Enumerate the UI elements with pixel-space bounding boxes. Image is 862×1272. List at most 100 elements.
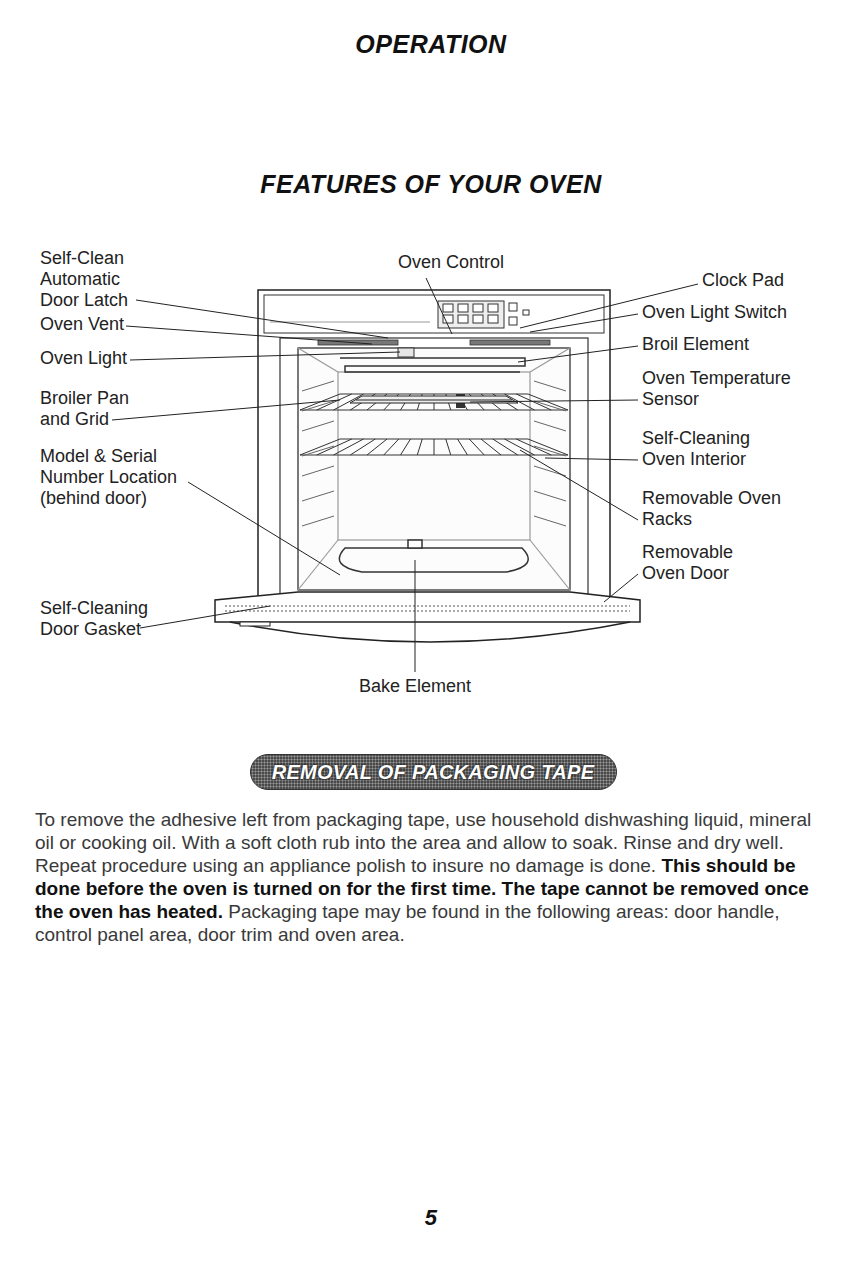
rack-guide: [534, 491, 566, 501]
door-gasket: [225, 610, 630, 611]
rack-guide: [534, 421, 566, 431]
part-label: Oven Vent: [40, 314, 124, 335]
oven-rack: [317, 439, 352, 455]
control-display: [458, 304, 468, 312]
broiler-pan: [356, 400, 512, 401]
leader-line: [130, 352, 400, 360]
leader-line: [140, 606, 270, 628]
oven-frame: [298, 540, 338, 590]
leader-line: [126, 326, 372, 344]
part-label: Oven Light Switch: [642, 302, 787, 323]
part-label: Self-Clean Automatic Door Latch: [40, 248, 145, 311]
control-display: [488, 315, 498, 323]
control-display: [473, 304, 483, 312]
oven-rack: [516, 394, 551, 410]
oven-frame: [280, 338, 588, 596]
part-label: Self-Cleaning Door Gasket: [40, 598, 160, 640]
oven-rack: [384, 439, 399, 455]
oven-rack: [401, 439, 411, 455]
leader-line: [530, 314, 638, 332]
oven-frame: [298, 348, 338, 372]
control-display: [438, 301, 504, 328]
bake-element: [408, 540, 422, 548]
part-label: Broil Element: [642, 334, 749, 355]
leader-line: [136, 300, 388, 338]
rack-guide: [534, 446, 566, 456]
bake-element: [339, 548, 528, 572]
part-label: Clock Pad: [702, 270, 784, 291]
control-display: [458, 315, 468, 323]
oven-rack: [367, 439, 387, 455]
oven-door: [240, 622, 270, 626]
rack-guide: [534, 516, 566, 526]
rack-guide: [302, 381, 334, 391]
oven-rack: [516, 439, 551, 455]
oven-rack: [446, 439, 451, 455]
leader-line: [518, 346, 638, 362]
oven-rack: [300, 439, 568, 455]
part-label: Model & Serial Number Location (behind d…: [40, 446, 190, 509]
oven-frame: [298, 348, 570, 590]
oven-rack: [417, 439, 422, 455]
oven-rack: [350, 439, 375, 455]
rack-guide: [302, 446, 334, 456]
leader-line: [112, 400, 340, 420]
oven-frame: [338, 372, 530, 540]
oven-door: [215, 592, 640, 642]
oven-rack: [334, 439, 364, 455]
control-display: [509, 303, 517, 311]
control-display: [473, 315, 483, 323]
part-label: Oven Light: [40, 348, 127, 369]
oven-rack: [469, 439, 484, 455]
control-display: [509, 317, 517, 325]
control-display: [488, 304, 498, 312]
door-gasket: [225, 605, 630, 606]
leader-line: [426, 278, 452, 334]
control-display: [438, 301, 529, 328]
page-number: 5: [0, 1205, 862, 1231]
oven-rack: [300, 394, 568, 455]
oven-frame: [530, 540, 570, 590]
part-label: Oven Temperature Sensor: [642, 368, 817, 410]
part-label: Bake Element: [315, 676, 515, 697]
oven-light: [398, 348, 414, 357]
oven-rack: [481, 439, 501, 455]
door-gasket: [225, 606, 630, 611]
part-label: Removable Oven Door: [642, 542, 762, 584]
rack-guide: [302, 466, 334, 476]
body-paragraph: To remove the adhesive left from packagi…: [35, 808, 835, 946]
oven-rack: [505, 439, 535, 455]
oven-vent: [470, 340, 550, 345]
leader-line: [470, 400, 638, 402]
rack-guide: [302, 516, 334, 526]
rack-guide: [534, 381, 566, 391]
leader-line: [545, 458, 638, 460]
oven-rack: [458, 439, 468, 455]
part-label: Removable Oven Racks: [642, 488, 792, 530]
part-label: Self-Cleaning Oven Interior: [642, 428, 782, 470]
rack-guide: [302, 491, 334, 501]
control-display: [523, 310, 529, 315]
oven-cabinet: [258, 290, 610, 600]
page-heading: OPERATION: [0, 30, 862, 59]
control-display: [443, 304, 453, 312]
part-label: Oven Control: [398, 252, 504, 273]
leader-line: [112, 278, 698, 672]
oven-rack: [300, 394, 568, 410]
part-label: Broiler Pan and Grid: [40, 388, 150, 430]
leader-line: [415, 560, 416, 672]
broil-element: [340, 358, 525, 372]
oven-light: [398, 348, 414, 357]
section-banner: REMOVAL OF PACKAGING TAPE: [250, 754, 617, 790]
oven-rack: [434, 439, 435, 455]
leader-line: [520, 450, 638, 520]
oven-door: [230, 622, 630, 642]
oven-cabinet: [258, 290, 610, 600]
oven-rack: [493, 439, 518, 455]
oven-cabinet: [270, 322, 430, 323]
broil-element: [340, 358, 525, 372]
rack-guide: [302, 421, 334, 431]
section-heading: FEATURES OF YOUR OVEN: [0, 170, 862, 199]
oven-door: [215, 592, 640, 622]
